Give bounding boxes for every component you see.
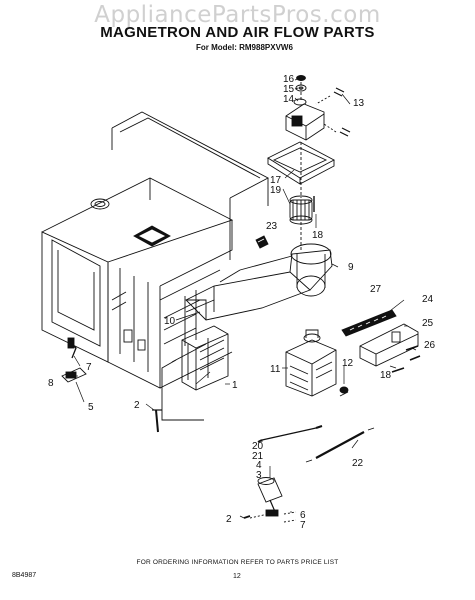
callout-6: 6 [300,510,306,521]
thermal-cutout [255,235,269,249]
fan-motor-assembly [267,75,351,252]
leader-lines [70,77,417,519]
watermark: AppliancePartsPros.com [94,2,381,28]
callout-16: 16 [283,74,295,85]
wire-leads [257,425,375,463]
callout-3: 3 [256,470,262,481]
callout-8: 8 [48,378,54,389]
callout-22: 22 [352,458,364,469]
callout-23: 23 [266,221,278,232]
callout-2-lower: 2 [226,514,232,525]
callout-7-lower: 7 [300,520,306,531]
callout-4: 4 [256,460,262,471]
callout-5: 5 [88,402,94,413]
cabinet-outline [41,111,269,389]
page-title: MAGNETRON AND AIR FLOW PARTS [100,24,375,41]
callout-18-upper: 18 [312,230,324,241]
transformer [161,299,229,421]
callout-20: 20 [252,441,264,452]
callout-21: 21 [252,451,264,462]
callout-labels: 16 15 14 13 17 19 23 18 9 27 24 25 26 18… [48,74,436,531]
ordering-footer: FOR ORDERING INFORMATION REFER TO PARTS … [136,559,339,566]
callout-1: 1 [232,380,238,391]
callout-13: 13 [353,98,365,109]
left-small-parts [61,337,87,383]
callout-27: 27 [370,284,382,295]
callout-11: 11 [270,364,281,375]
document-number: 8B4987 [12,572,37,579]
right-bracket-assembly [341,309,421,373]
screws-2 [152,409,162,433]
callout-24: 24 [422,294,434,305]
callout-26: 26 [424,340,436,351]
capacitor-diode [243,477,297,523]
air-duct [185,243,333,321]
callout-14: 14 [283,94,295,105]
callout-7-left: 7 [86,362,92,373]
callout-2-upper: 2 [134,400,140,411]
callout-17: 17 [270,175,282,186]
callout-18-lower: 18 [380,370,392,381]
callout-19: 19 [270,185,282,196]
page-number: 12 [233,573,241,580]
callout-9: 9 [348,262,354,273]
callout-25: 25 [422,318,434,329]
callout-12: 12 [342,358,354,369]
magnetron [285,329,349,397]
callout-10: 10 [164,316,176,327]
callout-15: 15 [283,84,295,95]
model-subtitle: For Model: RM988PXVW6 [196,43,293,52]
